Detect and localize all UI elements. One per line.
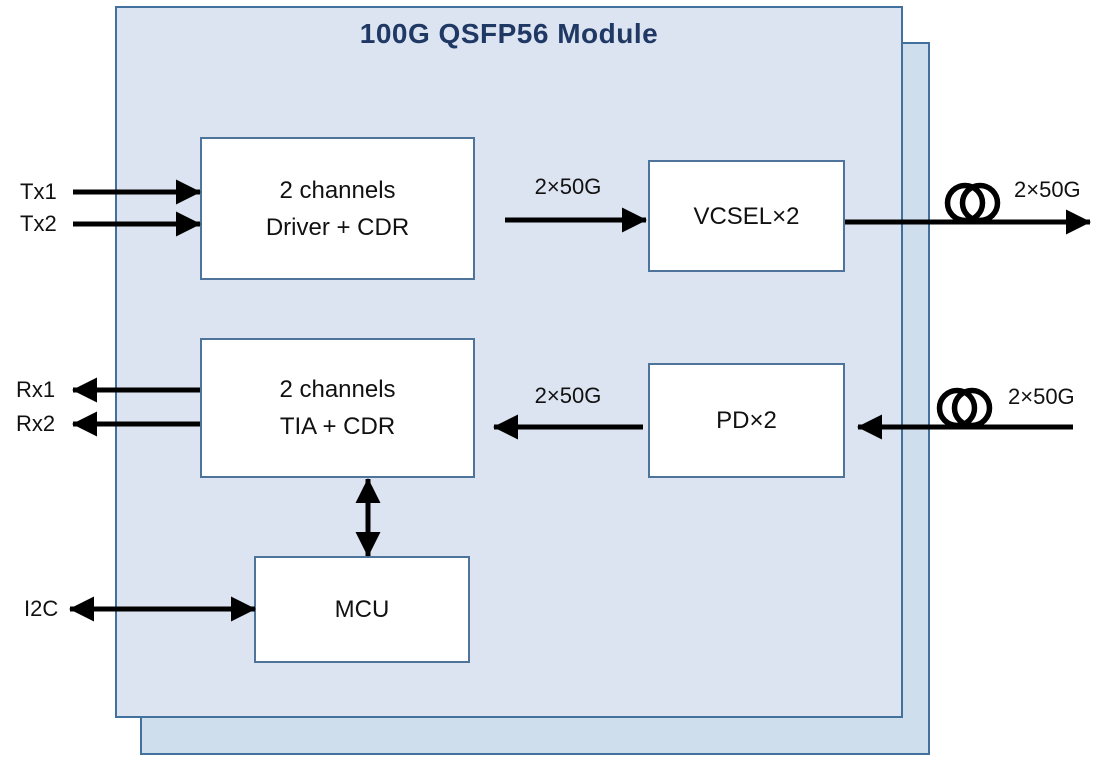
- block-mcu-label: MCU: [334, 596, 390, 623]
- block-driver-cdr: 2 channels Driver + CDR: [200, 137, 475, 280]
- rate-label-rx-internal: 2×50G: [534, 383, 602, 408]
- block-tia-line1: 2 channels: [279, 376, 396, 403]
- rate-label-tx-fiber: 2×50G: [1014, 177, 1081, 202]
- rate-label-tx-internal: 2×50G: [534, 174, 602, 199]
- rate-label-rx-fiber: 2×50G: [1008, 384, 1075, 409]
- block-vcsel: VCSEL×2: [648, 160, 845, 272]
- block-tia-cdr: 2 channels TIA + CDR: [200, 338, 475, 478]
- block-driver-line2: Driver + CDR: [265, 213, 410, 241]
- port-label-i2c: I2C: [24, 596, 59, 621]
- block-mcu: MCU: [254, 556, 470, 663]
- port-label-rx2: Rx2: [16, 411, 56, 436]
- block-tia-line2: TIA + CDR: [279, 413, 396, 440]
- block-vcsel-label: VCSEL×2: [693, 202, 800, 230]
- block-pd-label: PD×2: [716, 407, 777, 434]
- port-label-rx1: Rx1: [16, 377, 56, 402]
- port-label-tx2: Tx2: [20, 211, 57, 236]
- fiber-coil-icon: [936, 387, 993, 429]
- block-pd: PD×2: [648, 363, 845, 478]
- diagram-title: 100G QSFP56 Module: [359, 18, 659, 49]
- block-driver-line1: 2 channels: [279, 176, 396, 204]
- port-label-tx1: Tx1: [20, 179, 57, 204]
- fiber-coil-icon: [944, 182, 1001, 224]
